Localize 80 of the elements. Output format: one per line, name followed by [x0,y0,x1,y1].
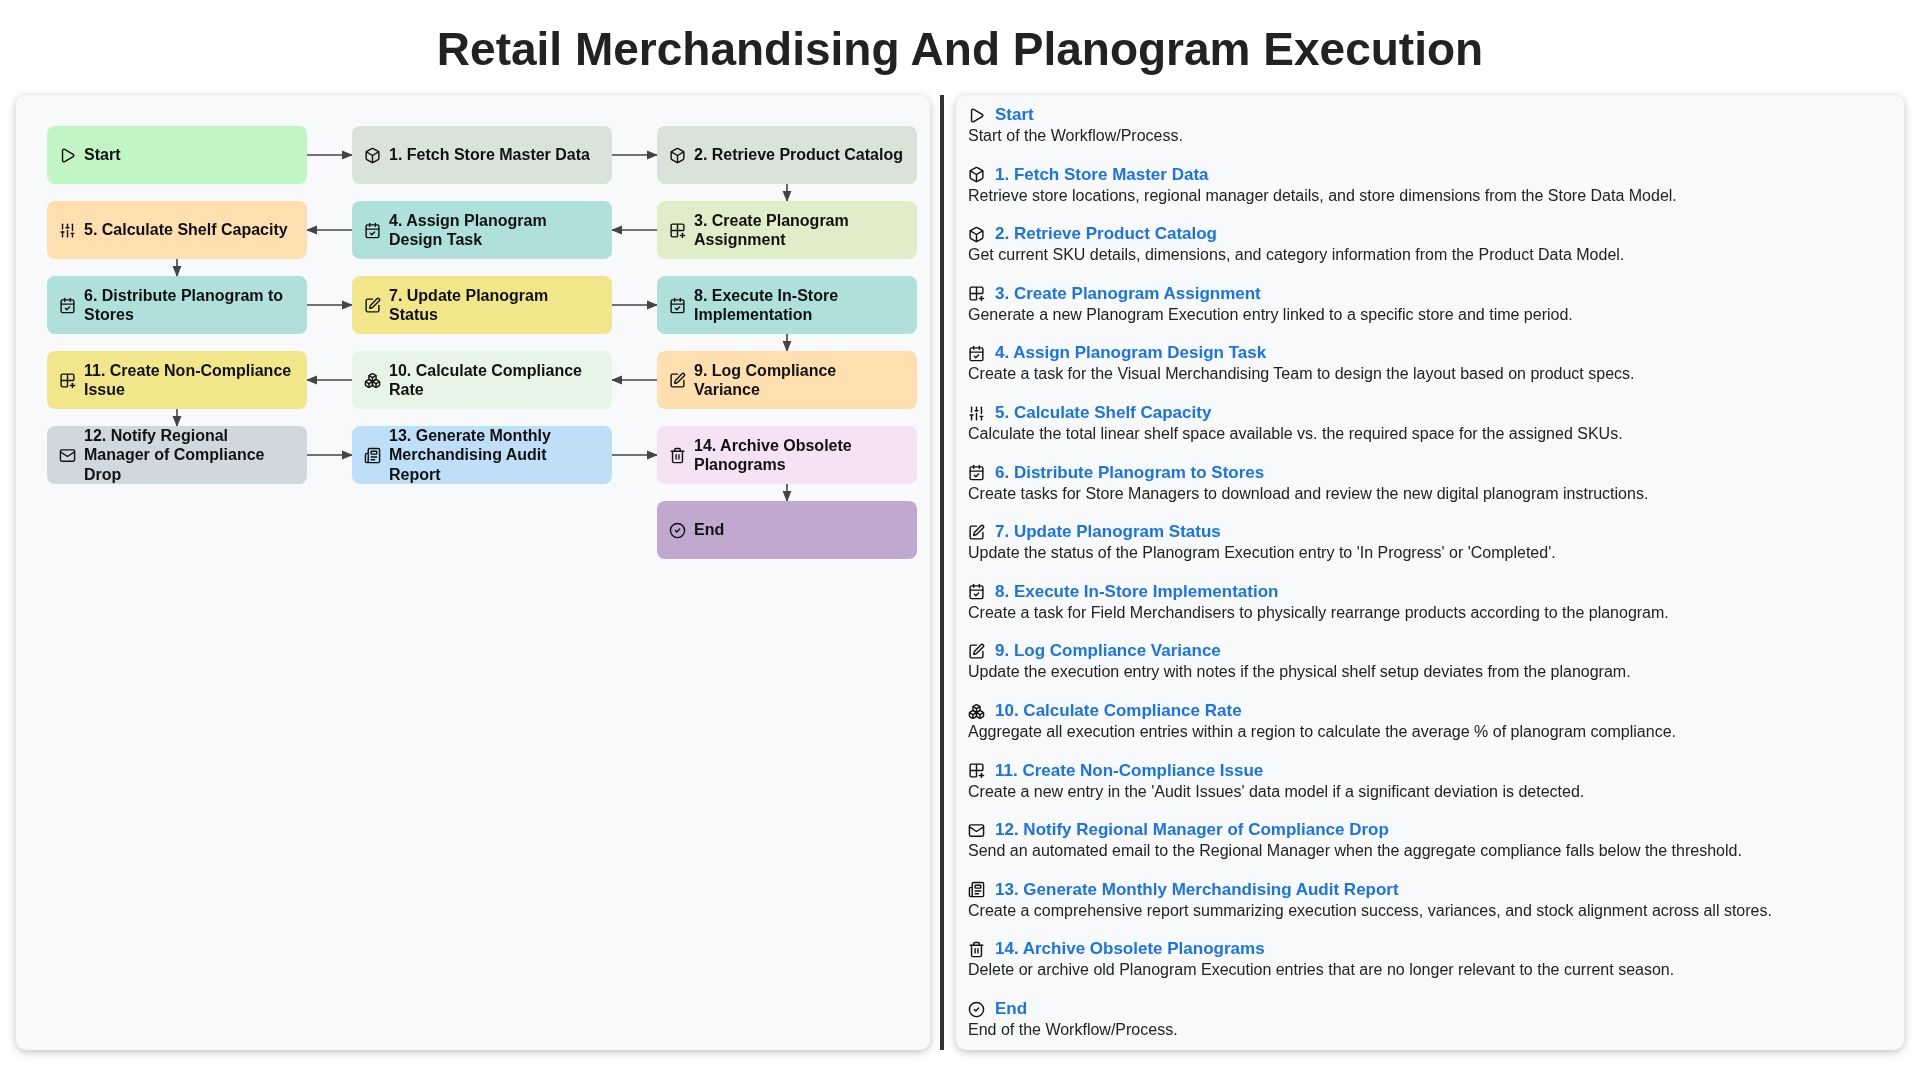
step-heading: 2. Retrieve Product Catalog [995,224,1217,245]
step-description: Send an automated email to the Regional Manager when the aggregate compliance falls below the threshold. [968,842,1743,861]
process-box [352,276,612,334]
step-heading: End [995,999,1028,1019]
step-heading: 8. Execute In-Store Implementation [995,581,1279,602]
step-heading: Start [995,105,1034,125]
process-box [657,276,917,334]
step-description: Start of the Workflow/Process. [968,127,1184,145]
step-description: Update the status of the Planogram Execution entry to 'In Progress' or 'Completed'. [968,544,1557,563]
step-heading: 5. Calculate Shelf Capacity [995,403,1212,423]
step-description: Calculate the total linear shelf space available vs. the required space for the assigned SKUs. [968,425,1624,443]
step-description: Create a new entry in the 'Audit Issues' data model if a significant deviation is detected. [968,782,1586,801]
process-box [657,426,917,484]
arrow [611,300,659,310]
step-heading: 7. Update Planogram Status [995,522,1221,543]
arrow [306,300,354,310]
step-heading: 10. Calculate Compliance Rate [995,701,1242,721]
step-description: Create a comprehensive report summarizing execution success, variances, and stock alignment across all stores. [968,901,1773,920]
step-heading: 1. Fetch Store Master Data [995,164,1209,185]
step-description: Create a task for the Visual Merchandising Team to design the layout based on product specs. [968,365,1636,384]
step-label: 14. Archive Obsolete Planograms [694,435,853,475]
process-box [657,201,917,259]
process-box [47,351,307,409]
process-box [657,351,917,409]
arrow [782,183,792,203]
process-box [47,426,307,484]
arrow [172,408,182,428]
arrow [305,375,353,385]
step-heading: 4. Assign Planogram Design Task [995,343,1267,364]
step-label: 6. Distribute Planogram to Stores [84,285,285,325]
process-box [352,351,612,409]
step-label: 3. Create Planogram Assignment [694,210,850,250]
process-box [47,126,307,184]
process-box [657,501,917,559]
arrow [610,375,658,385]
process-box [352,426,612,484]
step-heading: 9. Log Compliance Variance [995,641,1221,662]
step-label: End [694,520,725,540]
step-label: 5. Calculate Shelf Capacity [84,220,288,240]
step-heading: 11. Create Non-Compliance Issue [995,760,1264,781]
step-label: Start [84,145,121,165]
arrow [306,150,354,160]
step-description: Aggregate all execution entries within a region to calculate the average % of planogram compliance. [968,723,1677,741]
process-box [352,201,612,259]
step-heading: 3. Create Planogram Assignment [995,283,1261,304]
arrow [306,450,354,460]
arrow [172,258,182,278]
step-label: 1. Fetch Store Master Data [389,145,590,165]
step-description: Delete or archive old Planogram Execution entries that are no longer relevant to the current season. [968,961,1676,980]
step-description: Update the execution entry with notes if the physical shelf setup deviates from the planogram. [968,663,1632,682]
step-label: 4. Assign Planogram Design Task [389,210,548,250]
step-heading: 12. Notify Regional Manager of Compliance Drop [995,820,1389,841]
step-heading: 6. Distribute Planogram to Stores [995,462,1265,483]
step-description: Get current SKU details, dimensions, and category information from the Product Data Model. [968,246,1626,265]
process-box [352,126,612,184]
step-heading: 14. Archive Obsolete Planograms [995,939,1265,960]
step-description: Retrieve store locations, regional manager details, and store dimensions from the Store Data Model. [968,186,1678,205]
step-label: 9. Log Compliance Variance [694,360,838,400]
process-box [657,126,917,184]
process-box [47,201,307,259]
step-heading: 13. Generate Monthly Merchandising Audit Report [995,879,1399,900]
arrow [610,225,658,235]
step-label: 7. Update Planogram Status [389,285,550,325]
process-box [47,276,307,334]
step-label: 10. Calculate Compliance Rate [389,360,583,400]
step-label: 13. Generate Monthly Merchandising Audit Report [389,426,552,484]
step-label: 12. Notify Regional Manager of Compliance Drop [84,426,266,484]
step-label: 2. Retrieve Product Catalog [694,145,903,165]
step-description: End of the Workflow/Process. [968,1021,1179,1039]
step-description: Create tasks for Store Managers to download and review the new digital planogram instructions. [968,484,1650,503]
arrow [305,225,353,235]
step-description: Generate a new Planogram Execution entry linked to a specific store and time period. [968,305,1574,324]
step-label: 8. Execute In-Store Implementation [694,285,840,325]
arrow [782,483,792,503]
arrow [611,450,659,460]
arrow [782,333,792,353]
diagram-title: Retail Merchandising And Planogram Execution [435,22,1485,76]
step-description: Create a task for Field Merchandisers to physically rearrange products according to the planogram. [968,603,1670,622]
step-label: 11. Create Non-Compliance Issue [84,360,293,400]
arrow [611,150,659,160]
